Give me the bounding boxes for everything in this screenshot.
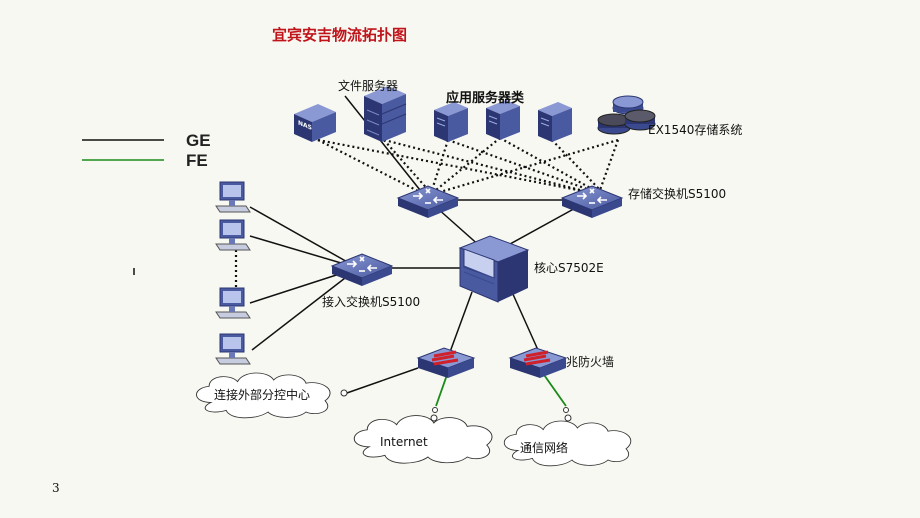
pc-icon-3 — [215, 287, 251, 319]
cloud-external-label: 连接外部分控中心 — [214, 387, 310, 402]
cloud-telecom-label: 通信网络 — [520, 440, 568, 455]
legend-fe-label: FE — [186, 151, 208, 170]
app-server-icon-2 — [485, 99, 521, 141]
connector-dots — [340, 389, 572, 422]
core-switch-icon — [458, 235, 530, 303]
storage-label: EX1540存储系统 — [648, 122, 742, 137]
diagram-title: 宜宾安吉物流拓扑图 — [272, 26, 407, 44]
storage-dotted-links — [234, 137, 620, 290]
fe-links — [435, 371, 567, 407]
firewall-left-icon — [416, 347, 476, 378]
storage-icon — [597, 95, 656, 135]
nas-icon: NAS — [294, 104, 336, 142]
file-server-icon — [364, 86, 407, 142]
firewall-right-icon — [508, 347, 568, 378]
storage-switch-label: 存储交换机S5100 — [628, 186, 726, 201]
page-number: 3 — [52, 481, 60, 495]
pc-icon-2 — [215, 219, 251, 251]
legend-ge-label: GE — [186, 131, 211, 150]
pc-icon-4 — [215, 333, 251, 365]
pc-icon-1 — [215, 181, 251, 213]
ge-links — [249, 95, 591, 395]
app-servers-label: 应用服务器类 — [446, 90, 525, 106]
legend: GE FE — [82, 131, 211, 170]
switch-upper-icon — [397, 185, 459, 219]
app-server-icon-3 — [537, 101, 573, 143]
access-switch-label: 接入交换机S5100 — [322, 294, 420, 309]
firewall-label: 兆防火墙 — [566, 354, 614, 369]
core-switch-label: 核心S7502E — [534, 261, 604, 275]
file-server-label: 文件服务器 — [338, 78, 398, 93]
app-server-icon-1 — [433, 101, 469, 143]
cloud-internet-label: Internet — [380, 435, 428, 449]
storage-switch-icon — [561, 185, 623, 219]
